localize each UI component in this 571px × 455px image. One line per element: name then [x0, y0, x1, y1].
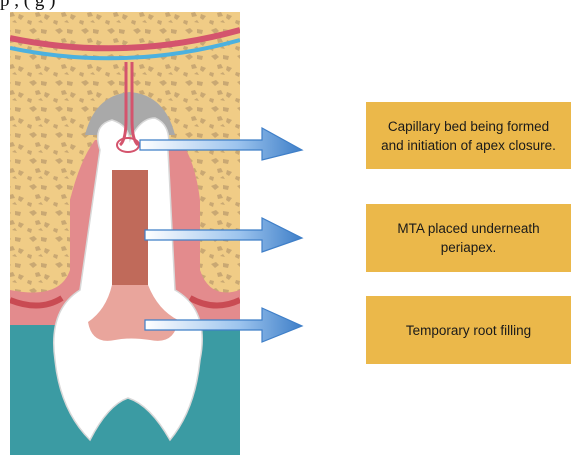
- mta-plug: [112, 170, 148, 285]
- callout-mta: MTA placed underneath periapex.: [366, 204, 571, 272]
- callout-root-filling: Temporary root filling: [366, 296, 571, 364]
- callout-capillary-bed: Capillary bed being formed and initiatio…: [366, 102, 571, 169]
